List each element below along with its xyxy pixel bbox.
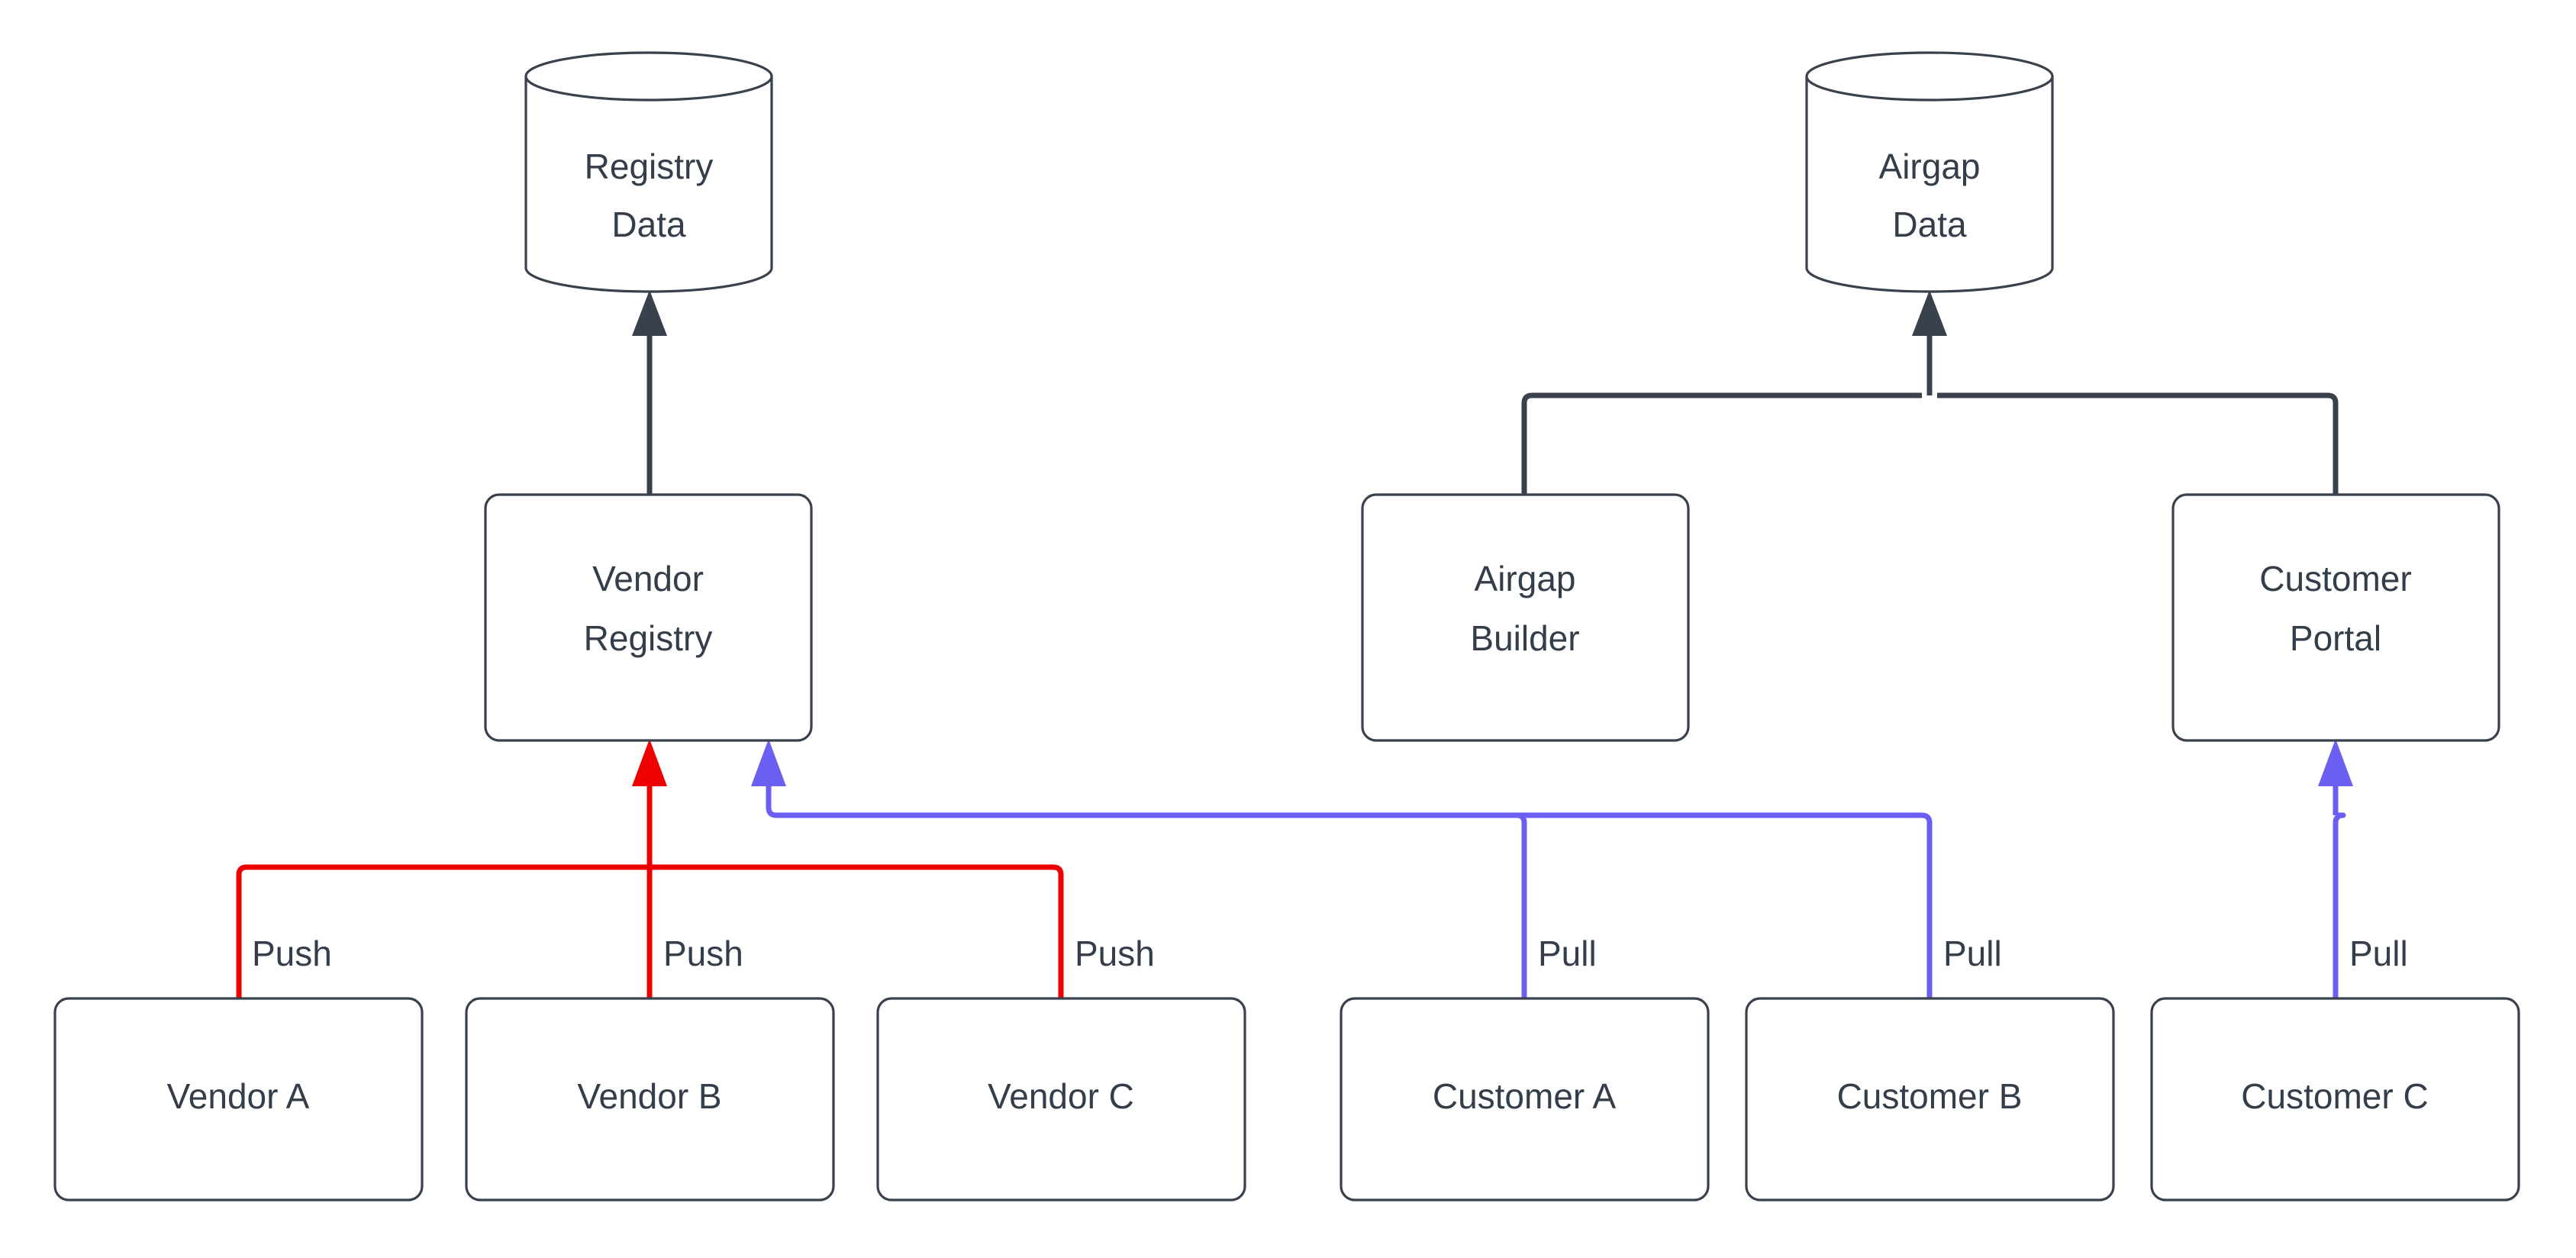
node-customer-c[interactable]: Customer C	[2150, 997, 2520, 1202]
node-customer-b[interactable]: Customer B	[1745, 997, 2115, 1202]
node-customer-portal-label-2: Portal	[2290, 618, 2381, 658]
edge-pull-registry-arrowhead	[751, 739, 786, 818]
edge-vendor-a-push	[236, 864, 650, 998]
edge-label-customer-c-pull: Pull	[2349, 934, 2408, 973]
node-vendor-registry-label-2: Registry	[584, 618, 713, 658]
edge-customer-c-pull	[2318, 739, 2353, 998]
node-customer-portal-label-1: Customer	[2259, 559, 2411, 598]
node-vendor-b[interactable]: Vendor B	[465, 997, 835, 1202]
node-registry-data-label-2: Data	[611, 205, 686, 244]
edge-label-vendor-b-push: Push	[663, 934, 743, 973]
node-airgap-data-label-2: Data	[1892, 205, 1967, 244]
node-customer-c-label: Customer C	[2241, 1076, 2428, 1116]
node-vendor-b-label: Vendor B	[577, 1076, 721, 1116]
node-airgap-data[interactable]: Airgap Data	[1805, 51, 2054, 293]
node-customer-a[interactable]: Customer A	[1340, 997, 1710, 1202]
node-customer-portal[interactable]: Customer Portal	[2171, 493, 2500, 742]
node-vendor-a[interactable]: Vendor A	[53, 997, 424, 1202]
node-vendor-a-label: Vendor A	[167, 1076, 310, 1116]
edge-vendor-c-push	[650, 864, 1064, 998]
node-customer-a-label: Customer A	[1433, 1076, 1617, 1116]
node-registry-data[interactable]: Registry Data	[524, 51, 773, 293]
edge-push-arrowhead	[632, 739, 667, 867]
node-airgap-data-label-1: Airgap	[1879, 147, 1981, 186]
edge-label-customer-a-pull: Pull	[1538, 934, 1597, 973]
node-vendor-c-label: Vendor C	[988, 1076, 1134, 1116]
edge-label-vendor-a-push: Push	[252, 934, 332, 973]
node-vendor-registry-label-1: Vendor	[592, 559, 704, 598]
node-registry-data-label-1: Registry	[585, 147, 714, 186]
edge-airgap-builder-to-airgap-data	[1521, 392, 1922, 495]
node-customer-b-label: Customer B	[1837, 1076, 2023, 1116]
edge-label-vendor-c-push: Push	[1075, 934, 1155, 973]
node-airgap-builder[interactable]: Airgap Builder	[1361, 493, 1690, 742]
node-vendor-c[interactable]: Vendor C	[876, 997, 1246, 1202]
node-vendor-registry[interactable]: Vendor Registry	[484, 493, 813, 742]
edge-customer-b-pull	[776, 812, 1933, 998]
edge-vendor-registry-to-registry-data	[632, 290, 667, 495]
edge-customer-portal-to-airgap-data	[1912, 290, 2339, 495]
node-airgap-builder-label-2: Builder	[1470, 618, 1579, 658]
node-airgap-builder-label-1: Airgap	[1475, 559, 1576, 598]
edge-label-customer-b-pull: Pull	[1943, 934, 2002, 973]
